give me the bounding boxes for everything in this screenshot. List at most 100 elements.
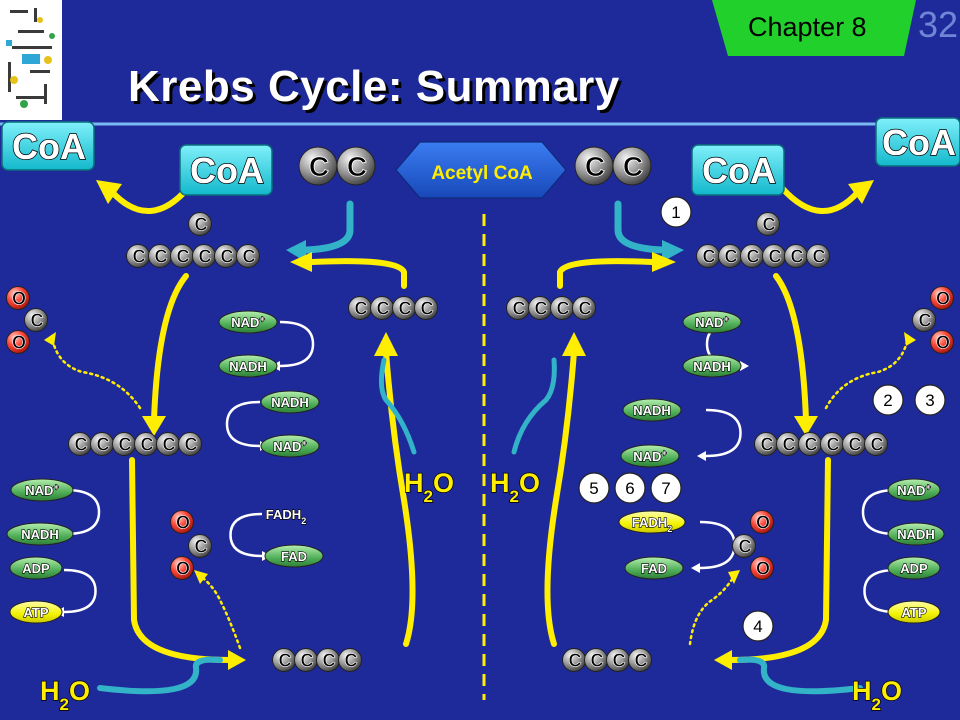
atom-label: C	[805, 435, 818, 455]
alpha-ketoglutarate-right-carbon-6: C	[864, 432, 888, 456]
water-label-bottom-left: H2O	[39, 675, 90, 714]
pill-label: NADH	[693, 359, 731, 374]
pill-label: NADH	[229, 359, 267, 374]
atom-label: C	[613, 651, 626, 671]
chapter-label: Chapter 8	[748, 12, 867, 42]
coa-release-arrow-right	[779, 180, 874, 215]
pill-label: NADH	[633, 403, 671, 418]
atom-label: C	[163, 435, 176, 455]
atom-label: C	[185, 435, 198, 455]
step-number-3: 3	[914, 384, 946, 416]
atom-label: C	[739, 537, 752, 557]
citrate-right-carbon-1: C	[696, 244, 720, 268]
step-arrow-left-up	[374, 332, 416, 647]
coa-label: CoA	[190, 150, 264, 191]
oxaloacetate-right-carbon-2: C	[528, 296, 552, 320]
alpha-ketoglutarate-right-carbon-3: C	[798, 432, 822, 456]
step-label: 4	[753, 617, 762, 636]
atom-label: C	[761, 435, 774, 455]
fad-pill-right: FAD	[624, 556, 684, 580]
succinyl-right-carbon-2: C	[584, 648, 608, 672]
pill-label: NADH	[897, 527, 935, 542]
atom-label: C	[579, 299, 592, 319]
co2-2-oxygen-bottom: O	[170, 556, 194, 580]
acetyl-entry-arrow-left	[286, 200, 354, 262]
pill-label: NAD+	[633, 448, 666, 464]
acetyl-carbon-right-2: C	[612, 146, 652, 186]
atom-label: C	[97, 435, 110, 455]
co2-release-arrow-3	[824, 332, 916, 410]
fad-reduction-curl-right	[691, 520, 736, 573]
nad-pill-3: NAD+	[10, 478, 74, 502]
fadh2-label: FADH2	[266, 507, 306, 526]
step-arrow-left-down-1	[142, 273, 189, 436]
atom-label: C	[791, 247, 804, 267]
co2-1-oxygen-top: O	[6, 286, 30, 310]
atom-label: C	[783, 435, 796, 455]
co2-2-carbon: C	[188, 534, 212, 558]
pill-label: ATP	[23, 605, 48, 620]
atom-label: C	[221, 247, 234, 267]
acetyl-coa-label-box: Acetyl CoA	[395, 141, 567, 199]
atom-label: C	[763, 215, 776, 235]
regeneration-arrow-left	[290, 252, 407, 289]
step-label: 3	[925, 391, 934, 410]
oxaloacetate-right-carbon-4: C	[572, 296, 596, 320]
water-label-bottom-right: H2O	[851, 675, 902, 714]
oxaloacetate-right-carbon-1: C	[506, 296, 530, 320]
coa-released-left: CoA	[1, 121, 95, 171]
atom-label: C	[747, 247, 760, 267]
atp-pill-left: ATP	[9, 600, 63, 624]
atom-label: C	[133, 247, 146, 267]
co2-3-oxygen-top: O	[930, 286, 954, 310]
step-number-1: 1	[660, 196, 692, 228]
co2-1-oxygen-bottom: O	[6, 330, 30, 354]
alpha-ketoglutarate-left-carbon-2: C	[90, 432, 114, 456]
pill-label: NADH	[21, 527, 59, 542]
oxaloacetate-right-carbon-3: C	[550, 296, 574, 320]
step-label: 2	[883, 391, 892, 410]
co2-4-oxygen-top: O	[750, 510, 774, 534]
citrate-right-carbon-5: C	[784, 244, 808, 268]
fadh2-label-right: FADH2	[618, 510, 686, 535]
step-label: 1	[671, 203, 680, 222]
succinyl-right-carbon-3: C	[606, 648, 630, 672]
atom-label: C	[309, 151, 329, 182]
citrate-left-carbon-2: C	[148, 244, 172, 268]
succinyl-left-carbon-1: C	[272, 648, 296, 672]
coa-released-right: CoA	[875, 117, 960, 167]
co2-4-oxygen-bottom: O	[750, 556, 774, 580]
nadh-pill-4: NADH	[682, 354, 742, 378]
atom-label: C	[141, 435, 154, 455]
atom-label: C	[195, 215, 208, 235]
citrate-left-branch-carbon: C	[188, 212, 212, 236]
oxaloacetate-left-carbon-4: C	[414, 296, 438, 320]
pill-label: NAD+	[695, 314, 728, 330]
co2-3-carbon: C	[912, 308, 936, 332]
alpha-ketoglutarate-right-carbon-1: C	[754, 432, 778, 456]
atom-label: O	[936, 333, 950, 353]
citrate-left-carbon-1: C	[126, 244, 150, 268]
fadh2-label-left: FADH2	[265, 506, 307, 526]
alpha-ketoglutarate-left-carbon-5: C	[156, 432, 180, 456]
atom-label: C	[535, 299, 548, 319]
atp-pill-right: ATP	[887, 600, 941, 624]
atom-label: C	[279, 651, 292, 671]
acetyl-coa-label: Acetyl CoA	[431, 163, 533, 184]
nadh-pill-6: NADH	[887, 522, 945, 546]
atom-label: C	[557, 299, 570, 319]
succinyl-left-carbon-3: C	[316, 648, 340, 672]
citrate-right-carbon-3: C	[740, 244, 764, 268]
atom-label: O	[936, 289, 950, 309]
atom-label: C	[635, 651, 648, 671]
co2-release-arrow-1	[44, 332, 142, 410]
coa-label: CoA	[702, 150, 776, 191]
nad-reduction-curl-4	[697, 408, 742, 461]
citrate-right-carbon-4: C	[762, 244, 786, 268]
atom-label: C	[195, 537, 208, 557]
nad-pill-4: NAD+	[682, 310, 742, 334]
water-label: H2O	[40, 676, 90, 714]
atom-label: C	[585, 151, 605, 182]
water-input-arrow-bottom-left	[97, 656, 223, 695]
atom-label: C	[345, 651, 358, 671]
